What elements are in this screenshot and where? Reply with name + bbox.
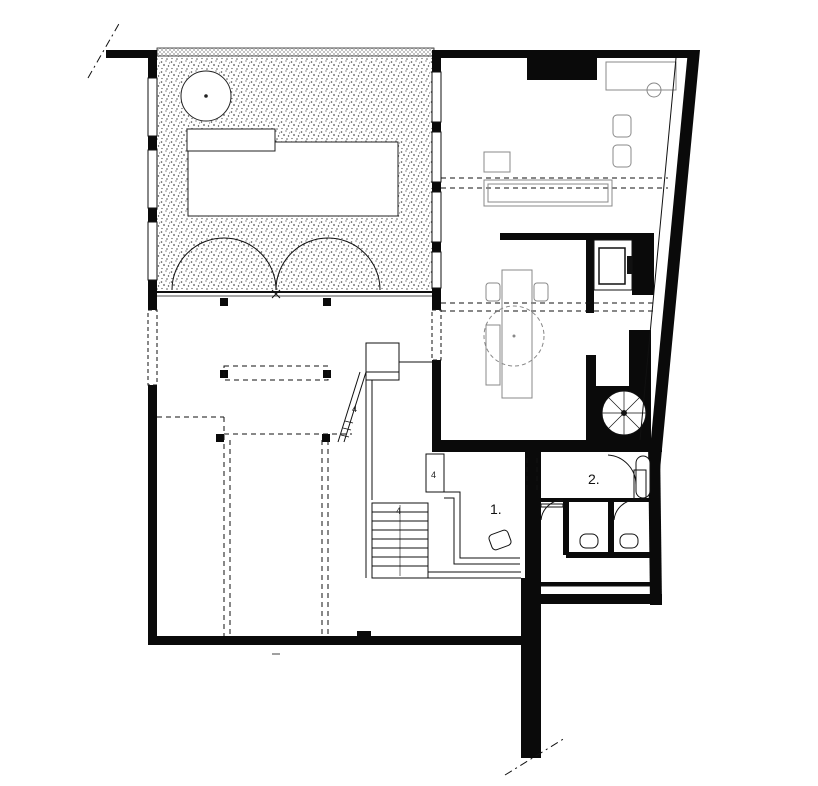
section-marks [87,21,566,776]
stair-ramp-label: 4 [352,404,357,414]
room-1-label: 1. [490,501,502,517]
reception-furniture [483,61,677,207]
lift-icon [593,239,633,291]
beam-lines [157,177,668,636]
room-2-wc: 2. [540,454,651,549]
stair-main-label: 4 [396,506,401,516]
main-staircase: 4 4 [337,342,432,579]
office-chair-icon [488,529,512,551]
courtyard-table [186,128,399,217]
toilet-icon [579,533,639,549]
stair-landing-label: 4 [431,470,436,480]
room-2-label: 2. [588,471,600,487]
room-1-office: 4 1. [425,453,521,579]
right-facade-line [633,57,677,501]
spiral-stair-icon [601,390,647,436]
dining-table [483,269,549,399]
round-planter [180,70,232,122]
opening-lines [526,458,650,587]
left-windows [147,71,442,386]
door-swings-courtyard [171,237,381,291]
glazing-line [157,289,432,299]
